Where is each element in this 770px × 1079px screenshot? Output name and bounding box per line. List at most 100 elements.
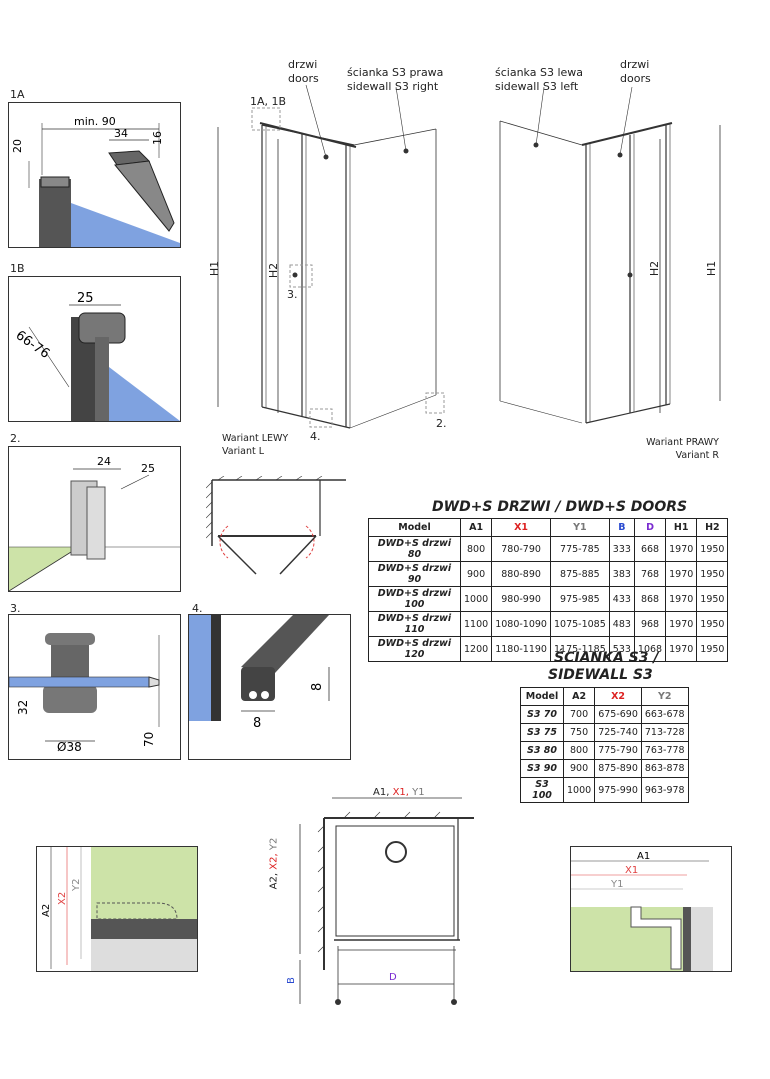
doors-table-cell: 1950 <box>696 561 729 587</box>
sidewall-table-cell: S3 100 <box>520 777 564 803</box>
sidewall-table-cell: 963-978 <box>640 777 689 803</box>
sidewall-table-header-row: Model A2 X2 Y2 <box>520 687 689 706</box>
label-doors-left-en: doors <box>288 72 319 85</box>
callout-1a-1b: 1A, 1B <box>250 95 287 108</box>
doors-table-cell: DWD+S drzwi 120 <box>368 636 461 662</box>
dim-25: 25 <box>77 291 94 306</box>
label-sidewall-left: ścianka S3 lewa sidewall S3 left <box>495 66 583 94</box>
plan-y2: Y2 <box>268 837 280 851</box>
swing-plan-drawing <box>206 476 346 575</box>
sidewall-table-cell: 663-678 <box>640 705 689 724</box>
doors-col-h1: H1 <box>665 518 698 537</box>
bl-y2: Y2 <box>71 879 82 892</box>
sidewall-table-cell: 725-740 <box>594 723 642 742</box>
bottom-left-drawing: A2 X2 Y2 <box>41 847 197 971</box>
sidewall-title-2: SIDEWALL S3 <box>548 667 653 683</box>
sidewall-table-cell: S3 90 <box>520 759 564 778</box>
dim-min90: min. 90 <box>74 115 116 128</box>
sidewall-table-cell: S3 70 <box>520 705 564 724</box>
plan-a2: A2, <box>268 872 280 890</box>
bottom-right-panel: A1 X1 Y1 <box>570 846 732 972</box>
doors-table-cell: 483 <box>608 611 635 637</box>
enclosure-drawing <box>217 84 721 429</box>
doors-table-cell: 1100 <box>459 611 493 637</box>
sidewall-table-cell: 713-728 <box>640 723 689 742</box>
ref-2: 2. <box>436 417 447 430</box>
doors-table-cell: DWD+S drzwi 80 <box>368 536 461 562</box>
dim-70: 70 <box>142 732 156 747</box>
br-x1: X1 <box>625 865 638 876</box>
doors-table-cell: 1950 <box>696 536 729 562</box>
plan-x1: X1, <box>392 787 409 798</box>
doors-table-cell: 1175-1185 <box>549 636 610 662</box>
doors-table-cell: 668 <box>633 536 667 562</box>
variant-right-pl: Wariant PRAWY <box>646 437 719 448</box>
doors-table-cell: DWD+S drzwi 100 <box>368 586 461 612</box>
label-h1-right: H1 <box>705 260 719 277</box>
bl-x2: X2 <box>57 892 68 905</box>
doors-table-cell: 800 <box>459 536 493 562</box>
doors-table-cell: 1950 <box>696 611 729 637</box>
sidewall-table-cell: 975-990 <box>594 777 642 803</box>
plan-d: D <box>389 972 397 983</box>
detail-3-label: 3. <box>10 602 21 615</box>
label-sidewall-right-pl: ścianka S3 prawa <box>347 66 444 79</box>
dim-32: 32 <box>16 700 30 715</box>
doors-table-cell: 1950 <box>696 636 729 662</box>
bottom-left-panel: A2 X2 Y2 <box>36 846 198 972</box>
ref-4: 4. <box>310 430 321 443</box>
doors-table-cell: 1970 <box>665 536 698 562</box>
detail-2-label: 2. <box>10 432 21 445</box>
doors-table-cell: 1970 <box>665 636 698 662</box>
detail-1b-drawing: 25 66-76 <box>13 291 180 421</box>
detail-2-drawing: 24 25 <box>8 455 180 592</box>
detail-4-panel: 8 8 <box>188 614 351 760</box>
label-h1-left: H1 <box>208 260 222 277</box>
plan-x2: X2, <box>268 853 280 870</box>
doors-table-cell: 1200 <box>459 636 493 662</box>
doors-table-cell: 875-885 <box>549 561 610 587</box>
detail-1a-label: 1A <box>10 88 25 101</box>
variant-right-en: Variant R <box>675 450 719 461</box>
doors-table-cell: 383 <box>608 561 635 587</box>
doors-table-cell: 533 <box>608 636 635 662</box>
dim-16: 16 <box>151 131 164 145</box>
label-doors-left: drzwi doors <box>288 58 319 86</box>
doors-table-cell: 968 <box>633 611 667 637</box>
br-a1: A1 <box>637 851 650 862</box>
doors-col-y1: Y1 <box>549 518 610 537</box>
sw-col-x2: X2 <box>594 687 642 706</box>
dim-8b: 8 <box>310 683 325 691</box>
doors-table-cell: DWD+S drzwi 90 <box>368 561 461 587</box>
sidewall-table-cell: 1000 <box>562 777 596 803</box>
ref-3: 3. <box>287 288 298 301</box>
sidewall-table-cell: 863-878 <box>640 759 689 778</box>
doors-col-a1: A1 <box>459 518 493 537</box>
doors-table-cell: 1180-1190 <box>491 636 551 662</box>
sw-col-model: Model <box>520 687 564 706</box>
plan-y1: Y1 <box>412 787 425 798</box>
plan-top-dim: A1, X1, Y1 <box>373 787 425 798</box>
doors-col-d: D <box>633 518 667 537</box>
plan-a1: A1, <box>373 787 390 798</box>
detail-1b-label: 1B <box>10 262 25 275</box>
dim-20: 20 <box>11 139 24 153</box>
dim-34: 34 <box>114 127 128 140</box>
doors-table-cell: DWD+S drzwi 110 <box>368 611 461 637</box>
label-doors-right-pl: drzwi <box>620 58 650 71</box>
bottom-right-drawing: A1 X1 Y1 <box>571 851 713 971</box>
sidewall-table-cell: S3 80 <box>520 741 564 760</box>
doors-table-cell: 880-890 <box>491 561 551 587</box>
sidewall-table-cell: S3 75 <box>520 723 564 742</box>
doors-table-cell: 433 <box>608 586 635 612</box>
doors-table-cell: 1970 <box>665 586 698 612</box>
doors-table-cell: 1970 <box>665 561 698 587</box>
detail-3-panel: 70 32 Ø38 <box>8 614 181 760</box>
doors-table-cell: 1075-1085 <box>549 611 610 637</box>
